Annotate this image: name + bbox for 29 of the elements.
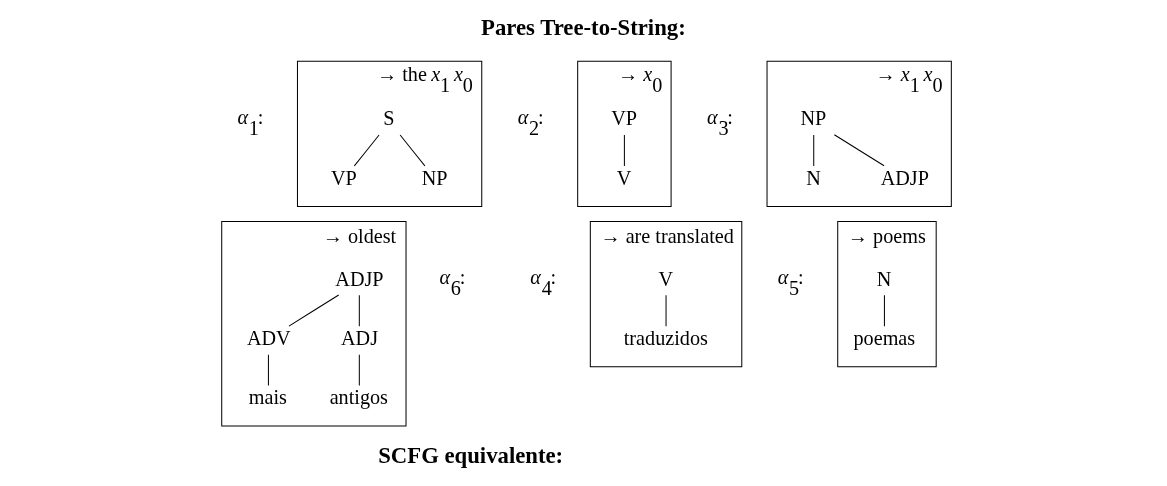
- node-text: V: [657, 267, 673, 290]
- connector: [883, 294, 885, 327]
- connector: [399, 134, 425, 167]
- node-text: antigos: [329, 386, 388, 409]
- node-text: ADJP: [880, 166, 929, 189]
- node-text: traduzidos: [623, 326, 708, 349]
- node-text: ADV: [246, 326, 291, 349]
- node-text: N: [805, 166, 821, 189]
- diagram-title: Pares Tree-to-String:: [480, 15, 686, 41]
- node-text: ADJ: [340, 326, 378, 349]
- node-text: N: [876, 267, 891, 290]
- connector: [358, 354, 360, 387]
- node-text: VP: [610, 107, 637, 130]
- node-text: S: [382, 107, 395, 130]
- node-text: poemas: [853, 326, 915, 349]
- node-text: NP: [421, 166, 448, 189]
- connector: [623, 134, 625, 167]
- connector: [353, 134, 380, 167]
- node-text: ADJP: [334, 267, 384, 290]
- node-text: mais: [248, 386, 287, 409]
- connector: [267, 354, 269, 387]
- connector: [358, 294, 360, 327]
- label: SCFG equivalente:: [377, 443, 563, 469]
- node-text: V: [616, 166, 631, 189]
- connector: [812, 134, 814, 167]
- connector: [833, 134, 885, 167]
- node-text: VP: [330, 166, 357, 189]
- connector: [287, 294, 339, 327]
- node-text: NP: [799, 107, 826, 130]
